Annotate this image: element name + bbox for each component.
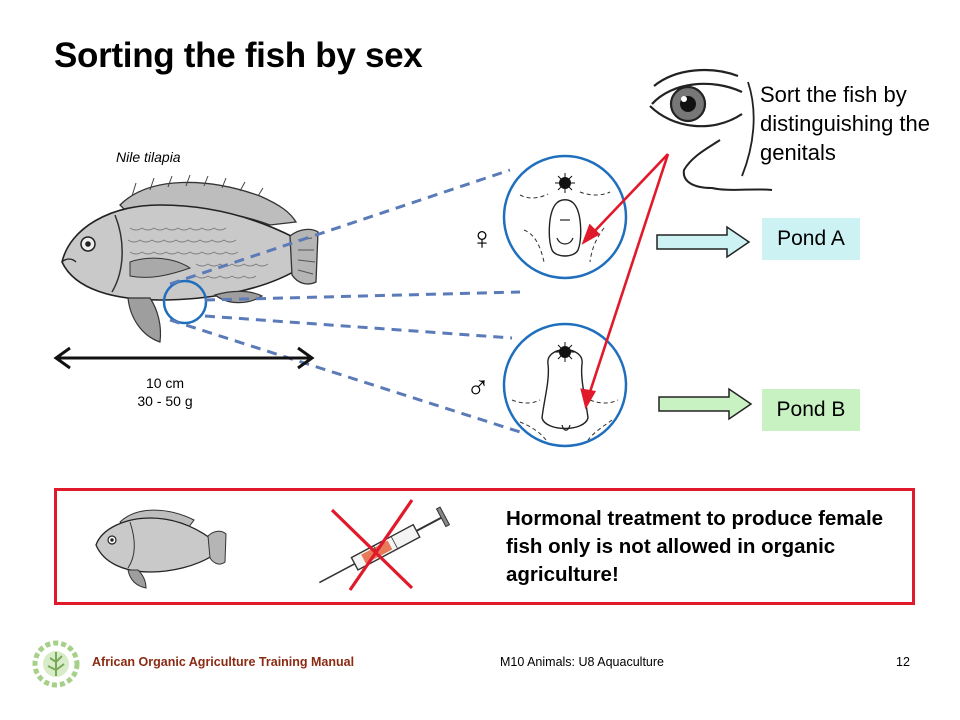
footer-module: M10 Animals: U8 Aquaculture <box>500 655 664 669</box>
notice-text: Hormonal treatment to produce female fis… <box>506 507 884 586</box>
footer-page-number: 12 <box>896 655 910 669</box>
scale-weight: 30 - 50 g <box>137 393 193 409</box>
scale-arrow <box>53 346 315 370</box>
zoom-lines <box>169 168 521 434</box>
footer-manual-title: African Organic Agriculture Training Man… <box>92 655 355 669</box>
small-fish-illustration <box>95 509 227 589</box>
female-symbol: ♀ <box>470 220 494 256</box>
female-genital-circle <box>502 154 628 280</box>
genital-highlight-circle <box>162 279 208 325</box>
pond-a-label: Pond A <box>762 218 860 260</box>
scale-label: 10 cm 30 - 50 g <box>110 374 220 410</box>
pond-b-label: Pond B <box>762 389 860 431</box>
eye-instruction-text: Sort the fish by distinguishing the geni… <box>760 82 931 165</box>
prohibited-cross-icon <box>330 499 414 591</box>
eye-sketch <box>649 68 773 191</box>
manual-logo-icon <box>32 640 80 688</box>
species-label: Nile tilapia <box>116 149 181 165</box>
tilapia-fish-illustration <box>61 174 319 343</box>
arrow-to-pond-a <box>656 225 751 259</box>
male-symbol: ♂ <box>466 368 490 404</box>
scale-length: 10 cm <box>145 375 185 391</box>
arrow-to-pond-b <box>658 387 753 421</box>
notice-box <box>54 488 915 605</box>
male-genital-circle <box>502 322 628 448</box>
sight-arrows <box>580 153 670 410</box>
slide-title: Sorting the fish by sex <box>54 36 423 75</box>
